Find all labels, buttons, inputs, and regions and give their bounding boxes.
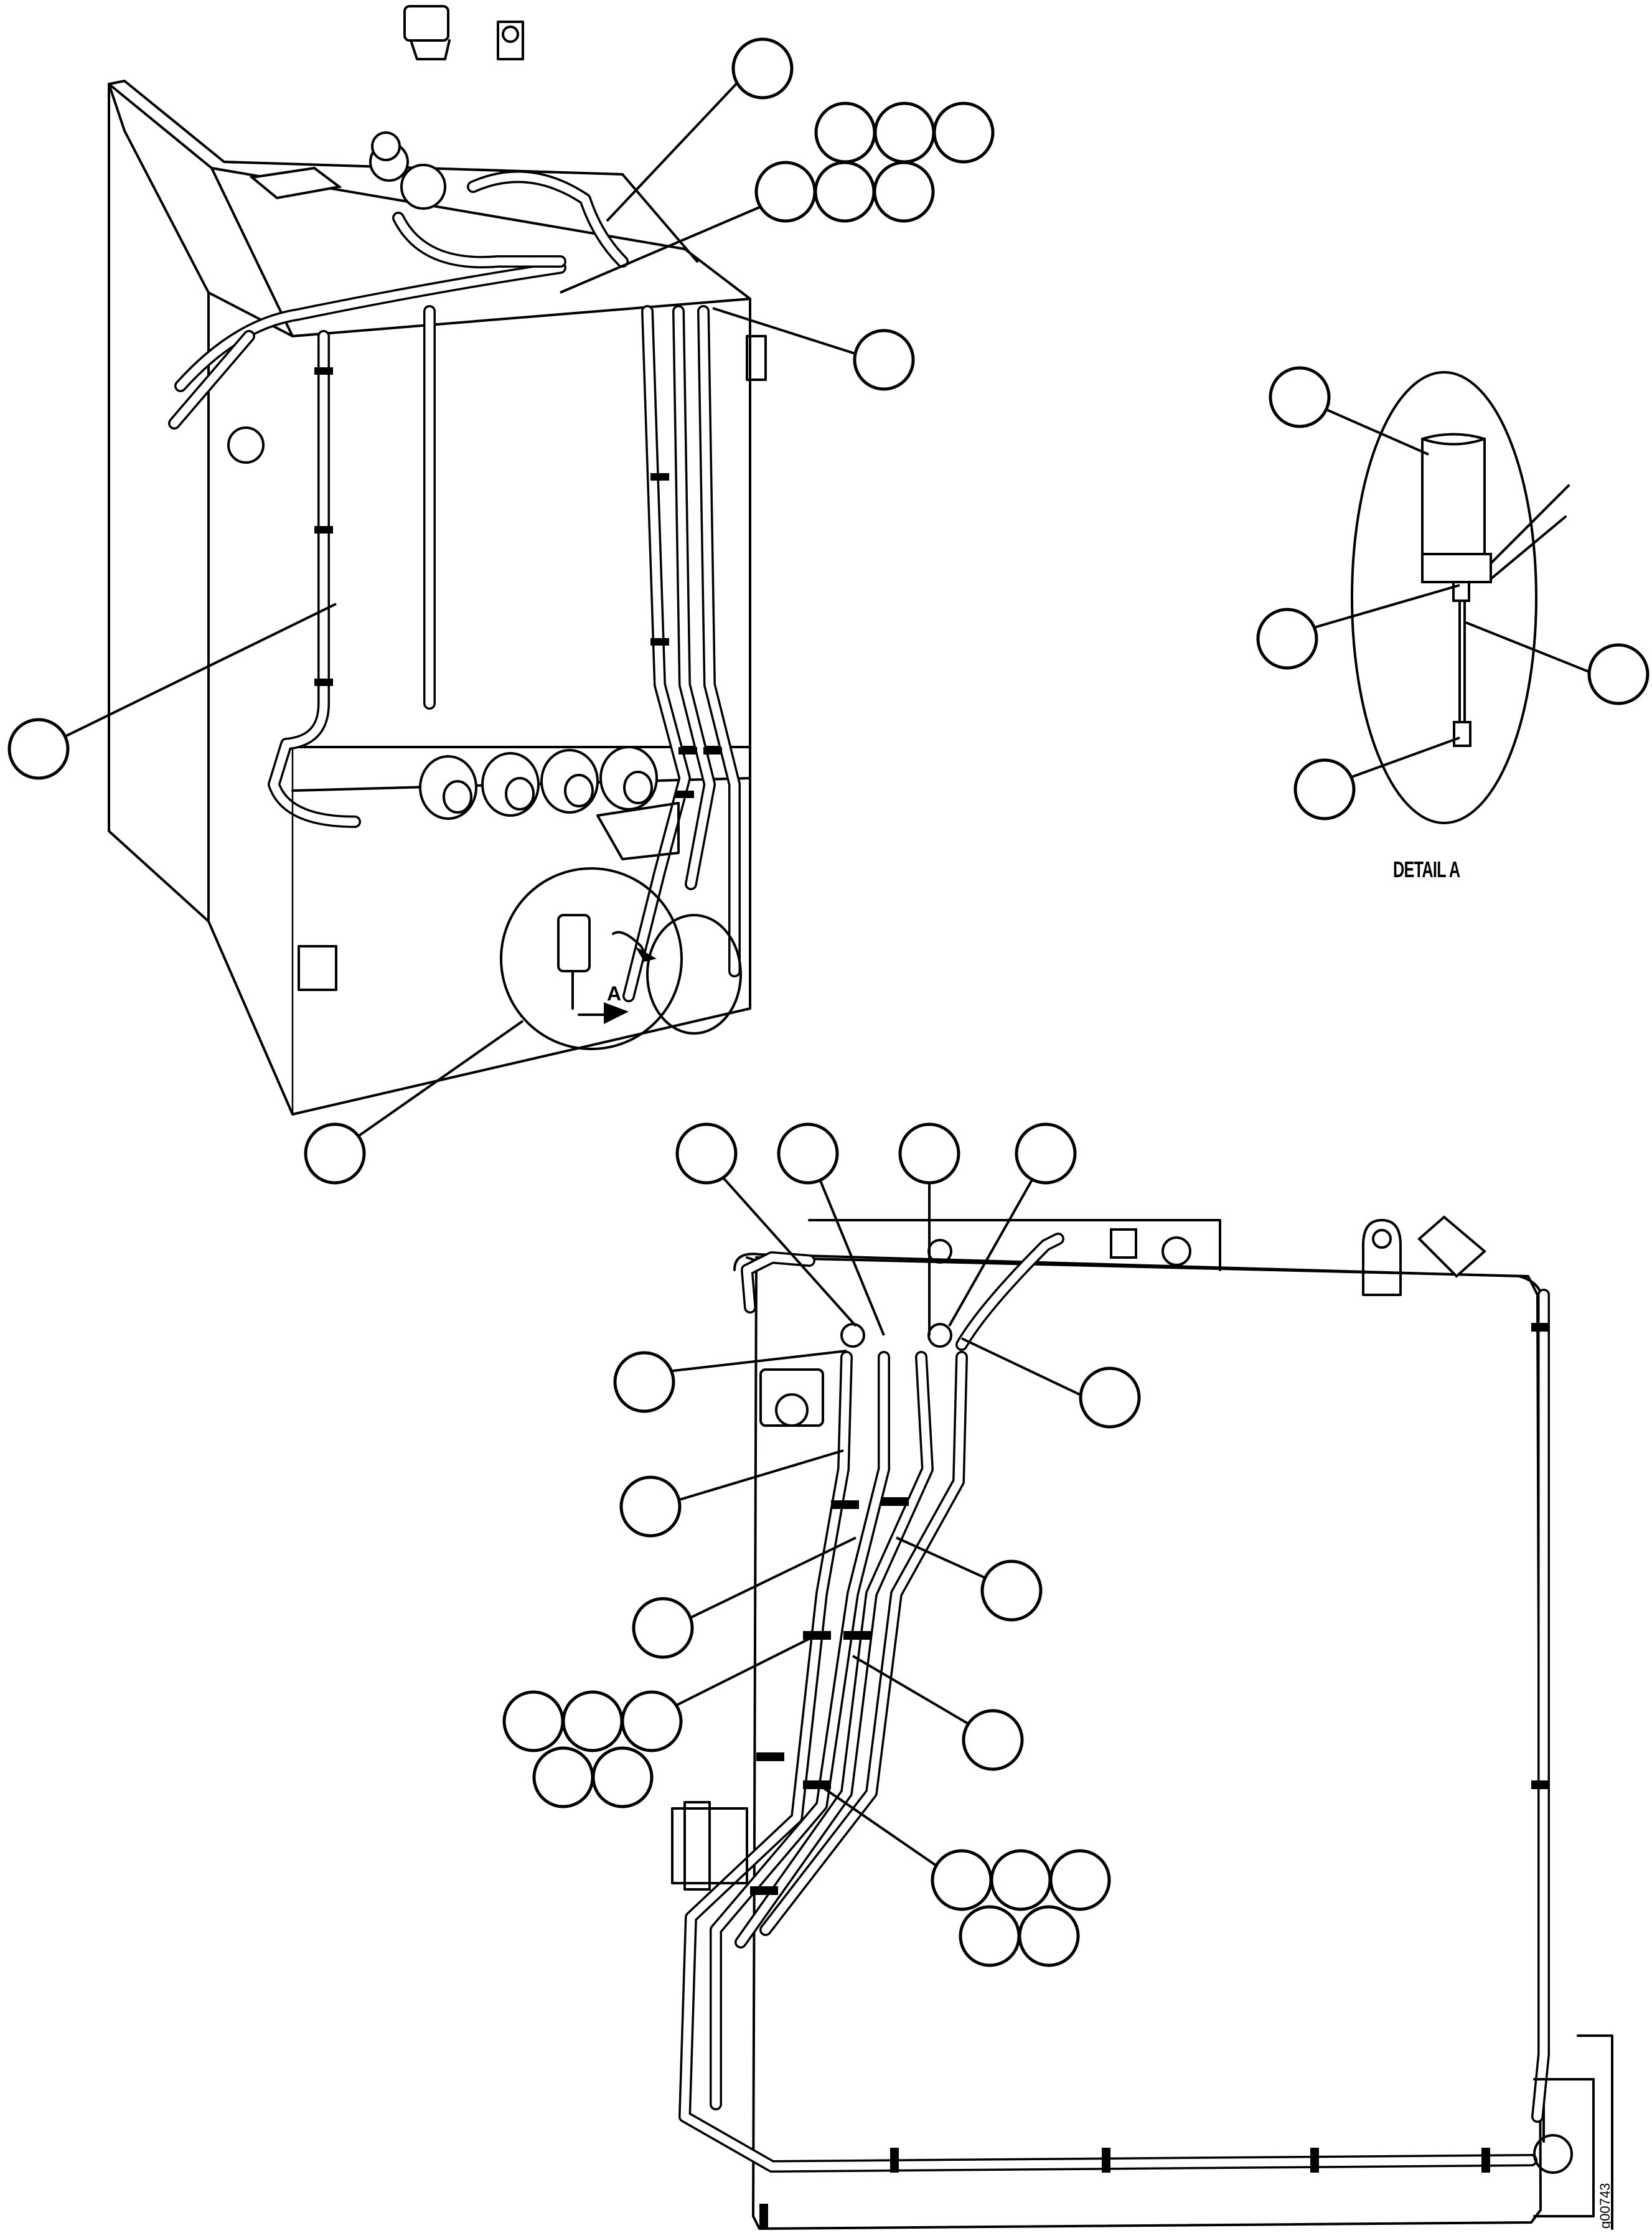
callout-bubble-icon [613,1351,675,1413]
detail-a-label: DETAIL A [1393,857,1460,882]
callout-bubble-icon [959,1905,1021,1967]
callout-bubble-icon [814,161,876,223]
tank-outline [746,1256,1542,2230]
callout-bubble-icon [304,1122,366,1185]
upper-hoses [168,171,741,1002]
callout-bubble-icon [1049,1849,1111,1911]
callout-bubble-icon [1015,1122,1077,1185]
tank-side-panel [108,83,210,923]
callout-bubble-icon [731,37,794,100]
detail-a-boundary [1351,371,1537,824]
callout-bubble-icon [873,101,936,164]
callout-bubble-icon [1079,1366,1141,1429]
callout-bubble-icon [532,1746,594,1808]
callout-bubble-icon [1269,366,1331,428]
solenoid-valve-bank [419,746,658,820]
callout-bubble-icon [990,1849,1052,1911]
hose-clamp-icons [314,367,722,798]
callout-bubble-icon [632,1597,694,1659]
arrow-head-icon [604,1002,629,1024]
view-arrow-letter: A [607,982,622,1005]
arrow-head-icon [635,946,657,962]
tank-front-panel [207,291,751,1116]
filler-cap-icon [403,5,449,42]
lower-tank-view [671,1215,1613,2230]
callout-bubble-icon [932,101,995,164]
callout-bubble-icon [619,1475,682,1538]
callout-bubble-icon [777,1122,839,1185]
callout-bubble-icon [7,718,70,780]
callout-bubble-icon [561,1690,624,1752]
callout-bubble-icon [1293,758,1356,820]
callout-bubble-icon [1587,643,1650,705]
lower-hoses [678,1233,1550,2173]
callout-bubble-icon [962,1709,1024,1771]
detail-a-view-circle [500,867,683,1050]
callout-bubbles [7,37,1650,1967]
callout-bubble-icon [931,1849,993,1911]
callout-bubble-icon [814,101,876,164]
callout-bubble-icon [675,1122,738,1185]
callout-bubble-icon [621,1690,683,1752]
callout-bubble-icon [898,1122,960,1185]
filter-canister-icon [1421,433,1486,555]
junction-block [249,166,342,200]
callout-bubble-icon [1018,1905,1080,1967]
callout-bubble-icon [873,161,935,223]
upper-tank-view [108,5,767,1116]
callout-bubble-icon [1256,608,1318,670]
callout-bubble-icon [754,161,817,223]
callout-bubble-icon [853,329,915,391]
drawing-id: g00743 [1597,2183,1613,2229]
callout-bubble-icon [980,1559,1043,1622]
callout-bubble-icon [591,1746,654,1808]
callout-bubble-icon [502,1690,565,1752]
detail-a [1351,371,1570,824]
